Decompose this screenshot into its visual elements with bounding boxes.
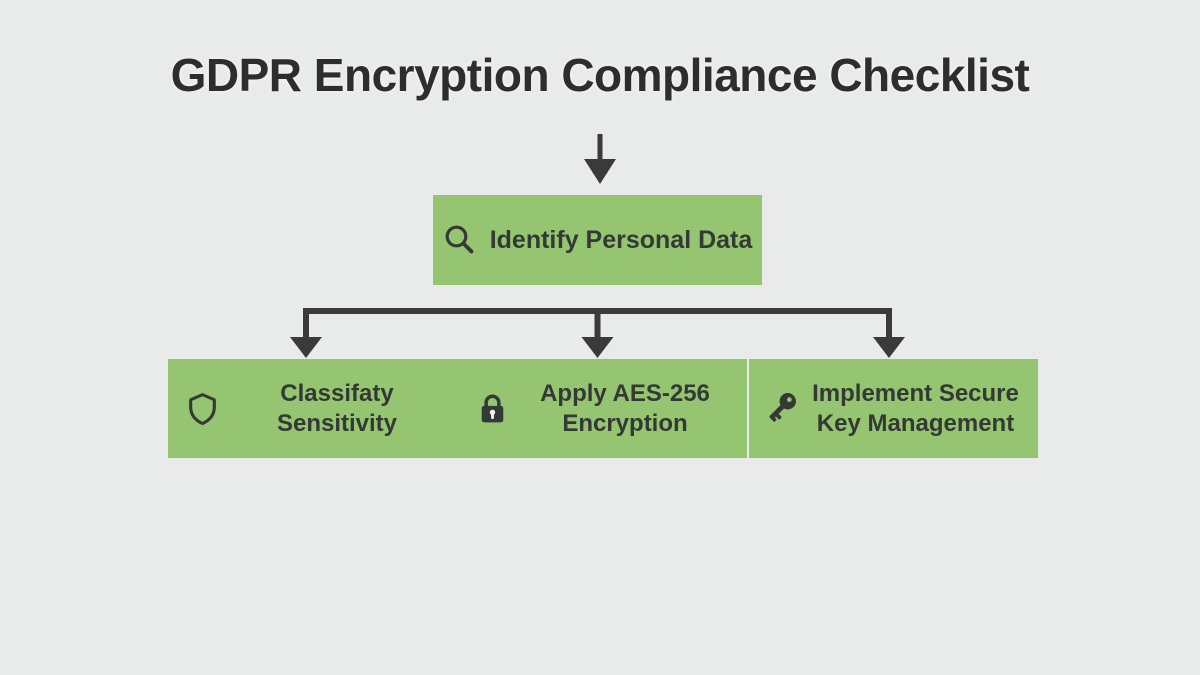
- key-icon: [760, 388, 801, 429]
- node-label-line: Classifaty: [280, 379, 394, 407]
- node-label-line: Implement Secure: [812, 379, 1019, 407]
- node-label: Identify Personal Data: [489, 225, 753, 254]
- search-icon: [443, 223, 477, 257]
- branch-arrowhead-left: [290, 337, 322, 358]
- node-label-line: Sensitivity: [276, 409, 398, 437]
- branch-arrowhead-right: [873, 337, 905, 358]
- node-apply-aes256-encryption: Apply AES-256 Encryption: [460, 359, 747, 458]
- node-label-line: Key Management: [816, 409, 1015, 437]
- node-label: Apply AES-256 Encryption: [511, 379, 747, 439]
- node-classify-sensitivity: Classifaty Sensitivity: [168, 359, 461, 458]
- node-identify-personal-data: Identify Personal Data: [433, 195, 762, 285]
- node-label-line: Encryption: [562, 409, 688, 437]
- shield-icon: [184, 390, 221, 427]
- node-implement-secure-key-management: Implement Secure Key Management: [749, 359, 1038, 458]
- branch-arrowhead-middle: [581, 337, 614, 358]
- node-label-line: Apply AES-256: [540, 379, 710, 407]
- node-label: Classifaty Sensitivity: [221, 379, 461, 439]
- page-title: GDPR Encryption Compliance Checklist: [170, 49, 1030, 101]
- node-label: Implement Secure Key Management: [801, 379, 1038, 439]
- lock-icon: [474, 390, 511, 427]
- title-to-root-arrowhead: [584, 159, 616, 184]
